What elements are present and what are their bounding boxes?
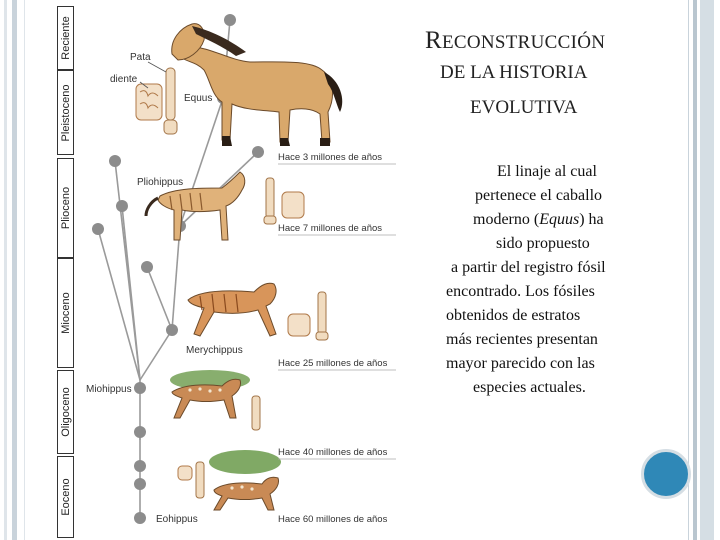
title-initial: R — [425, 27, 442, 54]
horse-evolution-figure: Pata diente Equus Pliohippus Merychippus… — [86, 14, 396, 525]
title-rest: ECONSTRUCCIÓN — [441, 32, 606, 53]
node-dot — [134, 382, 146, 394]
node-dot — [224, 14, 236, 26]
body-line: El linaje al cual — [497, 163, 597, 180]
node-dot — [134, 426, 146, 438]
node-dot — [134, 478, 146, 490]
era-mioceno: Mioceno — [57, 258, 74, 368]
body-line: moderno (Equus) ha — [473, 211, 604, 229]
era-eoceno: Eoceno — [57, 456, 74, 538]
miohippus-foot-illustration — [251, 395, 261, 431]
body-line: más recientes presentan — [446, 331, 598, 348]
left-border-stripe — [4, 0, 7, 540]
label-pliohippus: Pliohippus — [137, 177, 183, 188]
diente-pointer — [139, 81, 149, 89]
time-rules — [278, 163, 396, 460]
label-miohippus: Miohippus — [86, 384, 132, 395]
time-label-60: Hace 60 millones de años — [278, 514, 388, 525]
time-label-25: Hace 25 millones de años — [278, 358, 388, 369]
body-line: encontrado. Los fósiles — [446, 283, 595, 300]
body-line: pertenece el caballo — [475, 187, 603, 204]
node-dot — [92, 223, 104, 235]
pliohippus-foot-illustration — [263, 177, 277, 225]
merychippus-tooth-illustration — [287, 313, 311, 337]
era-plioceno: Plioceno — [57, 158, 74, 258]
left-border-stripe — [12, 0, 17, 540]
node-dot — [166, 324, 178, 336]
body-line: a partir del registro fósil — [451, 259, 606, 276]
time-label-40: Hace 40 millones de años — [278, 447, 388, 458]
body-text-part: ) ha — [579, 211, 604, 228]
node-dot — [109, 155, 121, 167]
pliohippus-illustration — [144, 171, 246, 241]
equus-tooth-illustration — [135, 83, 163, 121]
time-label-7: Hace 7 millones de años — [278, 223, 382, 234]
label-merychippus: Merychippus — [186, 345, 243, 356]
slide-title-line1: RECONSTRUCCIÓN — [425, 27, 665, 55]
equus-foot-illustration — [163, 67, 178, 135]
merychippus-illustration — [187, 282, 277, 337]
era-reciente: Reciente — [57, 6, 74, 70]
right-border-stripe — [700, 0, 714, 540]
eohippus-foot-illustration — [195, 461, 205, 499]
node-dot — [252, 146, 264, 158]
era-oligoceno: Oligoceno — [57, 370, 74, 454]
tree-nodes — [92, 14, 264, 524]
node-dot — [134, 460, 146, 472]
merychippus-foot-illustration — [315, 291, 329, 341]
right-border-stripe — [693, 0, 697, 540]
body-text-part: moderno ( — [473, 211, 540, 228]
miohippus-illustration — [170, 370, 261, 431]
body-line: mayor parecido con las — [446, 355, 595, 372]
time-label-3: Hace 3 millones de años — [278, 152, 382, 163]
equus-horse-illustration — [171, 23, 343, 146]
decorative-circle — [641, 449, 691, 499]
node-dot — [116, 200, 128, 212]
label-equus: Equus — [184, 93, 212, 104]
left-border-stripe — [24, 0, 25, 540]
label-pata: Pata — [130, 52, 151, 63]
eohippus-tooth-illustration — [177, 465, 193, 481]
slide-title-line2: DE LA HISTORIA — [440, 62, 588, 83]
label-diente: diente — [110, 74, 138, 85]
pliohippus-tooth-illustration — [281, 191, 305, 219]
body-line: sido propuesto — [496, 235, 590, 252]
right-border-stripe — [688, 0, 689, 540]
eohippus-illustration — [177, 450, 281, 511]
era-pleistoceno: Pleistoceno — [57, 70, 74, 155]
label-eohippus: Eohippus — [156, 514, 198, 525]
node-dot — [134, 512, 146, 524]
body-line: especies actuales. — [473, 379, 586, 396]
slide-title-line3: EVOLUTIVA — [470, 97, 578, 118]
body-text-italic: Equus — [539, 211, 580, 228]
body-line: obtenidos de estratos — [446, 307, 581, 324]
node-dot — [141, 261, 153, 273]
pata-pointer — [147, 61, 167, 73]
